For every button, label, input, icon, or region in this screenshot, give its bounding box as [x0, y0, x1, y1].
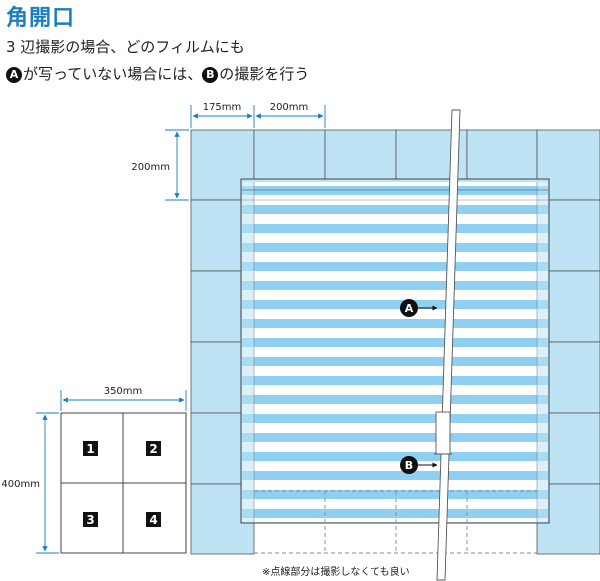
svg-text:A: A [405, 302, 414, 315]
dim-small-width-label: 350mm [104, 386, 143, 397]
marker-a-badge: A [6, 67, 22, 83]
dashed-region [254, 490, 537, 554]
instruction-text-b: の撮影を行う [219, 65, 310, 83]
dim-top-left-label: 175mm [203, 102, 242, 113]
film-number-3: 3 [86, 513, 94, 527]
marker-b: B [400, 456, 438, 474]
film-number-4: 4 [149, 513, 157, 527]
left-dimension [165, 129, 189, 201]
svg-text:B: B [405, 459, 413, 472]
instruction-line-1: 3 辺撮影の場合、どのフィルムにも [6, 38, 245, 56]
small-dimensions [36, 390, 187, 554]
small-film-diagram: 1 2 3 4 [60, 412, 187, 554]
film-number-2: 2 [149, 442, 157, 456]
film-number-1: 1 [86, 442, 94, 456]
instruction-text-a: が写っていない場合には、 [23, 65, 203, 83]
dim-small-height-label: 400mm [1, 479, 40, 490]
marker-b-badge: B [202, 67, 219, 83]
footnote: ※点線部分は撮影しなくても良い [262, 565, 410, 578]
pole [434, 109, 461, 581]
shutter-panel [242, 182, 548, 522]
top-dimensions [190, 105, 326, 128]
dim-left-label: 200mm [131, 162, 170, 173]
page-title: 角開口 [6, 6, 76, 31]
marker-a: A [400, 299, 438, 317]
dim-top-right-label: 200mm [270, 102, 309, 113]
